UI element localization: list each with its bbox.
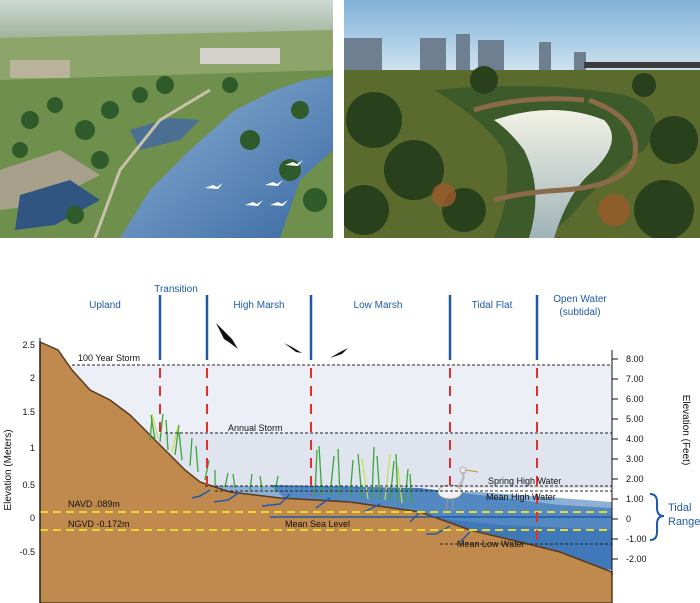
left-tick: 0.5 [22, 480, 35, 490]
zone-label-high-marsh: High Marsh [233, 300, 284, 311]
right-axis-title: Elevation (Feet) [680, 395, 691, 466]
label-mean-sea-level: Mean Sea Level [285, 519, 350, 529]
zone-label-upland: Upland [89, 300, 121, 311]
label-100-year-storm: 100 Year Storm [78, 353, 140, 363]
right-tick: 1.00 [626, 494, 644, 504]
label-ngvd: NGVD -0.172m [68, 519, 130, 529]
zone-label-open-water: Open Water [553, 294, 607, 305]
tidal-range-brace [649, 493, 665, 541]
right-tick: 5.00 [626, 414, 644, 424]
right-tick: 8.00 [626, 354, 644, 364]
aerial-river-photo [0, 0, 333, 238]
zone-label-tidal-flat: Tidal Flat [472, 300, 513, 311]
tidal-range-label-1: Tidal [668, 502, 691, 514]
bird-silhouettes [216, 323, 348, 358]
left-axis-ticks: 2.5 2 1.5 1 0.5 0 -0.5 [19, 340, 35, 557]
right-tick: 6.00 [626, 394, 644, 404]
label-navd: NAVD .089m [68, 499, 120, 509]
shallow-water [200, 485, 612, 530]
zone-label-open-water-sub: (subtidal) [559, 307, 600, 318]
label-annual-storm: Annual Storm [228, 423, 283, 433]
left-tick: 1 [30, 443, 35, 453]
left-tick: 2 [30, 373, 35, 383]
zone-label-transition: Transition [154, 284, 198, 295]
left-tick: 1.5 [22, 407, 35, 417]
right-tick: 4.00 [626, 434, 644, 444]
right-tick: 3.00 [626, 454, 644, 464]
left-tick: -0.5 [19, 547, 35, 557]
label-spring-high-water: Spring High Water [488, 476, 561, 486]
right-tick: 2.00 [626, 474, 644, 484]
right-axis-tick-marks [612, 358, 618, 560]
boardwalk-wetland-photo [344, 0, 700, 238]
wetland-zonation-diagram: Upland Transition High Marsh Low Marsh T… [3, 284, 700, 603]
right-axis-ticks: 8.00 7.00 6.00 5.00 4.00 3.00 2.00 1.00 … [626, 354, 647, 564]
label-mean-high-water: Mean High Water [486, 492, 556, 502]
left-axis-title: Elevation (Meters) [3, 429, 14, 510]
right-tick: -2.00 [626, 554, 647, 564]
zone-dividers [158, 295, 539, 548]
vegetation-yellow [151, 413, 403, 504]
right-tick: -1.00 [626, 534, 647, 544]
right-tick: 0 [626, 514, 631, 524]
label-mean-low-water: Mean Low Water [457, 539, 525, 549]
vegetation [149, 413, 413, 505]
tidal-range-label-2: Range [668, 516, 700, 528]
left-tick: 0 [30, 513, 35, 523]
root-lines [191, 489, 471, 543]
zone-label-low-marsh: Low Marsh [354, 300, 403, 311]
ground-profile [39, 340, 613, 603]
left-tick: 2.5 [22, 340, 35, 350]
right-tick: 7.00 [626, 374, 644, 384]
